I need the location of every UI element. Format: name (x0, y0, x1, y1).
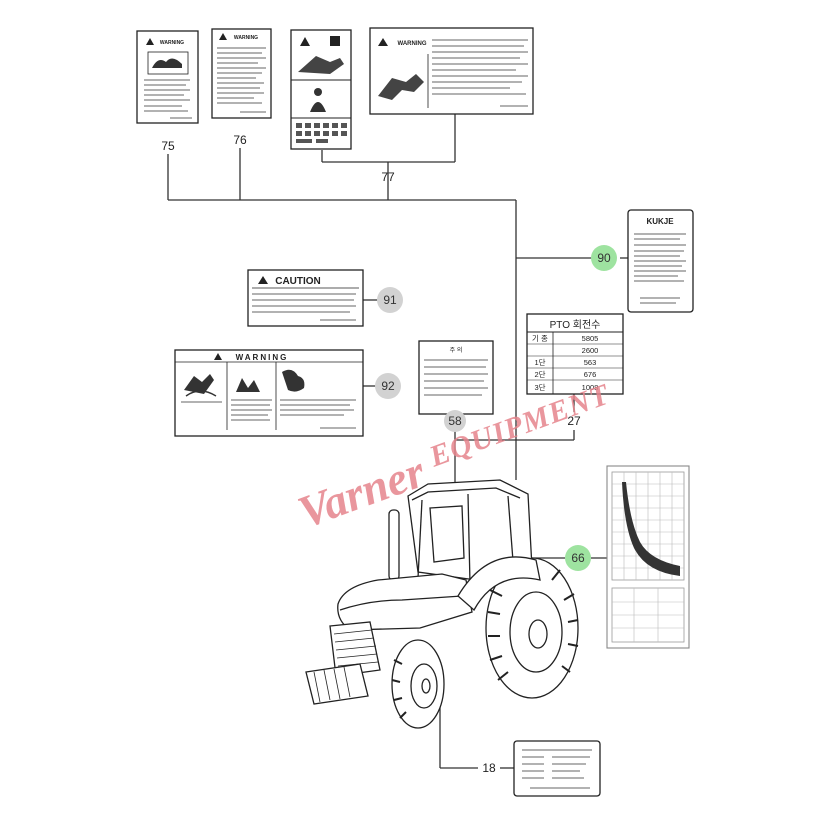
pto-row-value: 676 (584, 370, 597, 379)
callout-90[interactable]: 90 (597, 251, 611, 265)
callout-75[interactable]: 75 (161, 139, 175, 153)
pto-row-key: 1단 (534, 357, 545, 367)
decal-58-heading: 주 의 (450, 346, 463, 354)
pto-row-value: 2600 (582, 346, 599, 355)
pto-row-value: 5805 (582, 334, 599, 343)
pto-title: PTO 회전수 (550, 319, 601, 331)
decal-66-load-chart[interactable] (606, 465, 690, 649)
callout-92-bubble[interactable] (375, 373, 401, 399)
decal-18-plate[interactable] (513, 740, 601, 797)
decal-92-warning[interactable]: WARNING (174, 349, 364, 437)
decal-90-kukje[interactable]: KUKJE (627, 209, 694, 313)
decal-27-pto[interactable]: PTO 회전수 기 종 5805 2600 1단 563 2단 676 3단 1… (526, 313, 624, 395)
decal-77-warning[interactable]: WARNING (369, 27, 534, 115)
callout-90-bubble[interactable] (591, 245, 617, 271)
callout-58[interactable]: 58 (448, 414, 462, 428)
caution-triangle-icon (258, 276, 268, 284)
tractor-illustration (305, 479, 579, 729)
decal-75[interactable]: WARNING (136, 30, 199, 124)
decal-77-pictogram[interactable] (290, 29, 352, 150)
callout-77[interactable]: 77 (381, 170, 395, 184)
decal-58[interactable]: 주 의 (418, 340, 494, 415)
callout-labels: 75 76 77 27 18 (161, 133, 581, 775)
callout-27[interactable]: 27 (567, 414, 581, 428)
callout-18[interactable]: 18 (482, 761, 496, 775)
callout-91-bubble[interactable] (377, 287, 403, 313)
pto-row-key: 2단 (534, 369, 545, 379)
callout-bubbles: 90 91 92 58 66 (375, 245, 617, 571)
decal-75-heading: WARNING (160, 40, 184, 46)
pto-row-key: 3단 (534, 382, 545, 392)
pto-row-value: 1008 (582, 383, 599, 392)
decal-77-heading: WARNING (398, 41, 427, 47)
callout-92[interactable]: 92 (381, 379, 395, 393)
kukje-logo-text: KUKJE (646, 217, 674, 226)
pto-row-key: 기 종 (532, 334, 548, 343)
warning-triangle-icon (300, 37, 310, 46)
decal-92-heading: WARNING (236, 353, 289, 362)
decal-91-caution[interactable]: CAUTION (247, 269, 364, 327)
callout-66-bubble[interactable] (565, 545, 591, 571)
caution-heading: CAUTION (275, 276, 321, 287)
decal-76[interactable]: WARNING (211, 28, 272, 119)
decal-76-heading: WARNING (234, 35, 258, 41)
callout-58-bubble[interactable] (444, 410, 466, 432)
callout-66[interactable]: 66 (571, 551, 585, 565)
callout-91[interactable]: 91 (383, 293, 397, 307)
callout-76[interactable]: 76 (233, 133, 247, 147)
pto-row-value: 563 (584, 358, 597, 367)
